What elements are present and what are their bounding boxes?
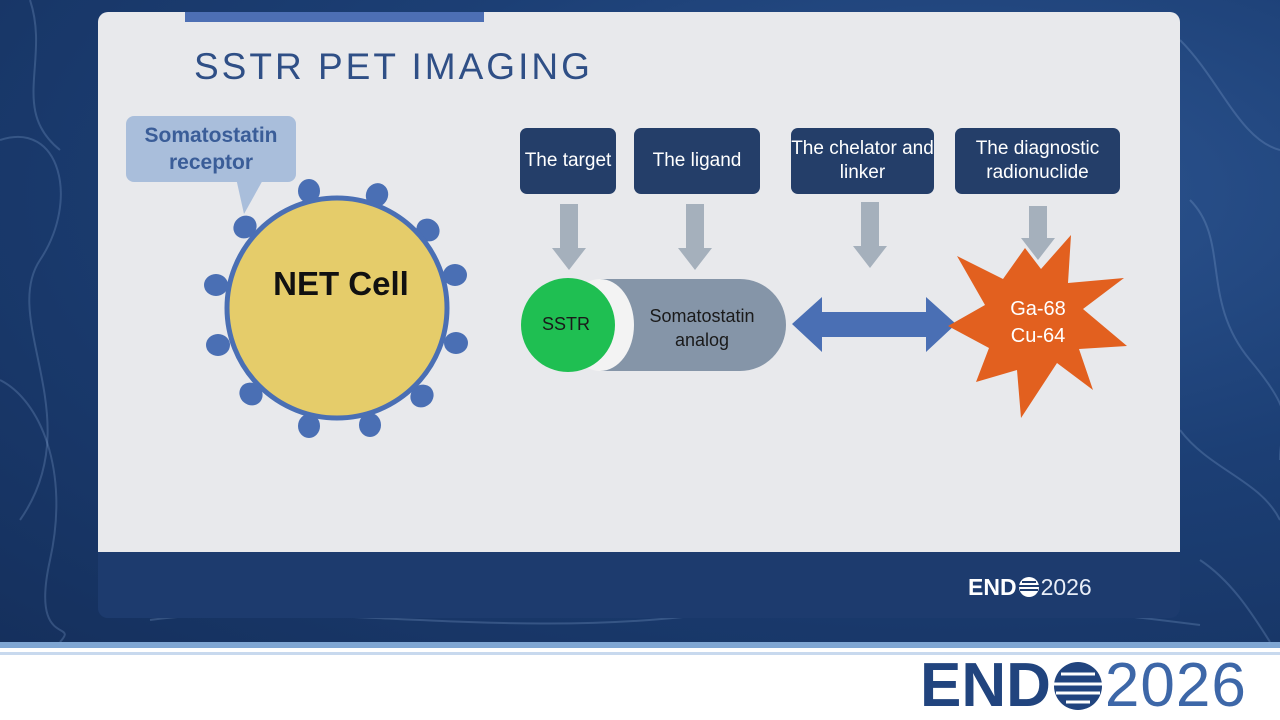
net-cell — [224, 195, 450, 421]
label-target: The target — [520, 128, 616, 194]
analog-capsule — [600, 279, 786, 371]
receptor-bump — [239, 382, 263, 406]
arrow-target — [552, 204, 586, 270]
page-logo: END 2026 — [920, 652, 1247, 720]
globe-icon — [1018, 577, 1039, 597]
sstr-circle — [521, 278, 615, 372]
label-ligand: The ligand — [634, 128, 760, 194]
radionuclide-starburst — [948, 235, 1127, 418]
radionuclide-ga68: Ga-68 — [1010, 298, 1066, 320]
footer-logo: END 2026 — [968, 574, 1092, 601]
radionuclide-list: Ga-68 Cu-64 — [990, 296, 1086, 350]
divider-gap — [0, 648, 1280, 652]
receptor-bump — [204, 274, 228, 296]
arrow-radionuclide — [1021, 206, 1055, 260]
analog-label: Somatostatin analog — [649, 306, 755, 350]
divider-rule — [0, 642, 1280, 648]
receptor-bump — [359, 413, 381, 437]
callout-pointer — [236, 178, 264, 214]
receptor-bump — [443, 264, 467, 286]
receptor-bump — [298, 414, 320, 438]
footer-logo-year: 2026 — [1040, 574, 1092, 600]
page-logo-word: END — [920, 651, 1051, 720]
label-chelator: The chelator and linker — [791, 128, 934, 194]
title-accent-bar — [185, 12, 484, 22]
receptor-bump — [410, 384, 434, 408]
net-cell-label: NET Cell — [273, 265, 409, 302]
receptor-bump — [233, 215, 257, 239]
receptor-bump — [206, 334, 230, 356]
slide-title: SSTR PET IMAGING — [194, 46, 593, 87]
globe-icon — [1053, 662, 1102, 710]
arrow-ligand — [678, 204, 712, 270]
footer-logo-word: END — [968, 574, 1017, 600]
radionuclide-cu64: Cu-64 — [1010, 325, 1066, 347]
arrow-chelator — [853, 202, 887, 268]
page-logo-year: 2026 — [1104, 651, 1247, 720]
sstr-label: SSTR — [541, 314, 590, 334]
divider-rule-light — [0, 652, 1280, 655]
double-arrow — [792, 297, 956, 352]
label-radionuclide: The diagnostic radionuclide — [955, 128, 1120, 194]
receptor-bump — [444, 332, 468, 354]
receptor-bump — [298, 179, 320, 203]
receptor-callout: Somatostatin receptor — [126, 116, 296, 182]
slide-footer — [98, 552, 1180, 618]
